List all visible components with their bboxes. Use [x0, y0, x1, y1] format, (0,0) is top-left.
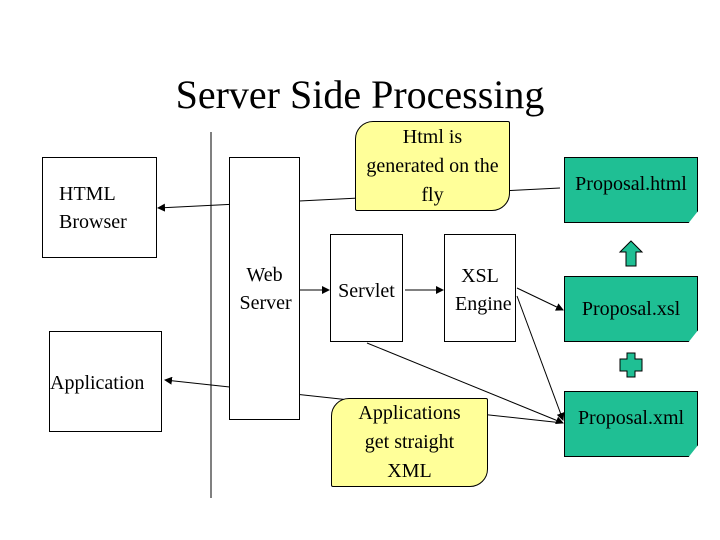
proposal-xsl-file: Proposal.xsl — [564, 276, 698, 342]
arrow-servlet-to-proposal-xml — [366, 342, 564, 425]
callout-apps-get-xml-text: Applications get straight XML — [358, 402, 461, 482]
diagram-title: Server Side Processing — [175, 72, 545, 117]
application-label: Application — [50, 372, 145, 394]
servlet-node: Servlet — [330, 234, 403, 342]
arrow-xsl-to-proposal-xsl — [516, 287, 564, 311]
proposal-xml-label: Proposal.xml — [577, 407, 685, 429]
servlet-label: Servlet — [338, 280, 395, 302]
web-server-node: Web Server — [229, 157, 300, 420]
proposal-xsl-label: Proposal.xsl — [581, 297, 681, 320]
proposal-xml-file: Proposal.xml — [564, 391, 698, 457]
proposal-html-label: Proposal.html — [575, 173, 687, 195]
html-browser-label: HTML Browser — [59, 183, 127, 233]
application-node: Application — [49, 331, 162, 432]
arrow-xsl-to-proposal-xml — [516, 295, 565, 421]
web-server-label: Web Server — [239, 264, 292, 314]
proposal-html-file: Proposal.html — [564, 157, 698, 223]
plus-shape — [619, 352, 643, 378]
html-browser-node: HTML Browser — [42, 157, 157, 258]
callout-html-generated-text: Html is generated on the fly — [366, 125, 499, 206]
xsl-engine-node: XSL Engine — [444, 234, 516, 342]
callout-apps-get-xml: Applications get straight XML — [331, 398, 488, 487]
up-arrow-shape — [618, 240, 644, 267]
xsl-engine-label: XSL Engine — [455, 265, 512, 315]
callout-html-generated: Html is generated on the fly — [355, 121, 510, 211]
